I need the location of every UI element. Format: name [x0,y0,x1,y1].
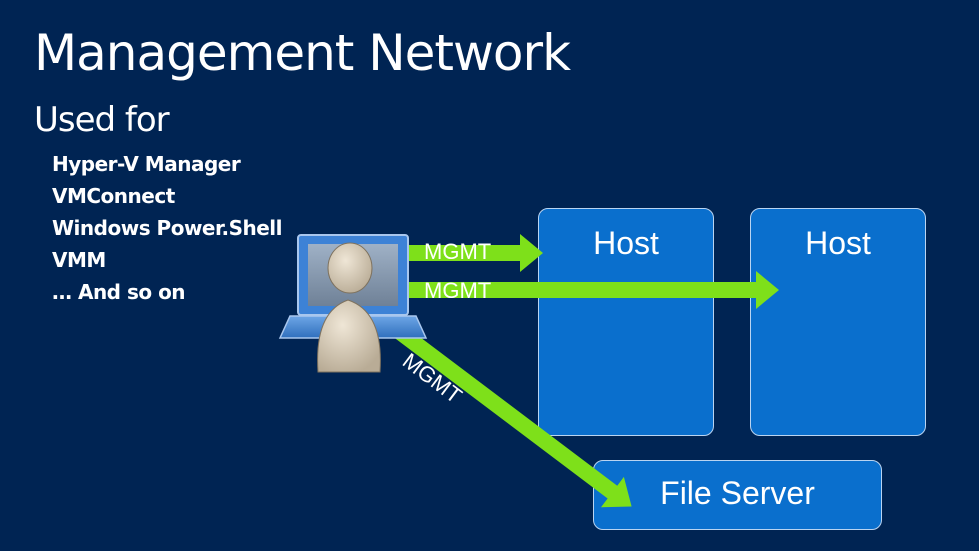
file-server-box: File Server [593,460,882,530]
list-item: Windows Power.Shell [52,216,283,240]
list-item: VMM [52,248,106,272]
host-label-2: Host [805,225,871,261]
slide-title: Management Network [34,24,571,82]
uses-list: Hyper-V Manager VMConnect Windows Power.… [52,148,283,308]
host-label-1: Host [593,225,659,261]
connection-label-host-2: MGMT [424,278,492,303]
admin-workstation-icon [278,234,428,373]
host-box-2: Host [750,208,926,436]
arrow-to-host-2 [405,271,779,309]
slide-subtitle: Used for [34,100,170,140]
list-item: Hyper-V Manager [52,152,241,176]
arrow-to-host-1 [405,234,543,272]
arrow-to-file-server [395,325,632,508]
file-server-label: File Server [660,475,815,511]
list-item: … And so on [52,280,186,304]
connection-label-host-1: MGMT [424,239,492,264]
list-item: VMConnect [52,184,175,208]
host-box-1: Host [538,208,714,436]
